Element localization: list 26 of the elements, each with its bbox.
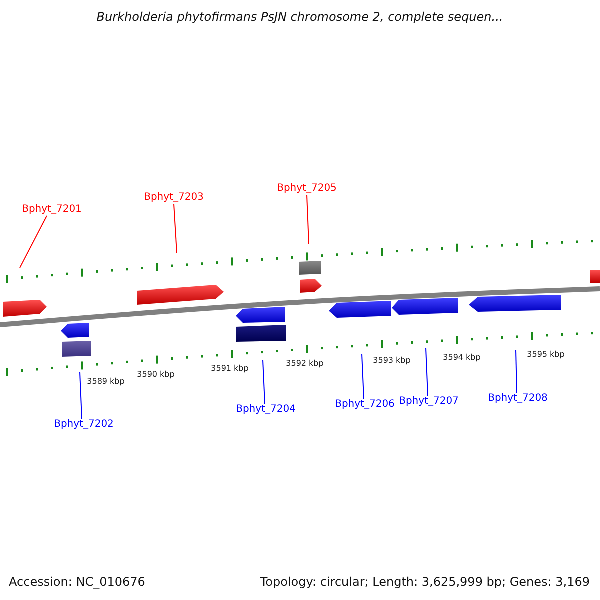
leader-line <box>262 360 266 404</box>
footer-text: Accession: NC_010676 <box>9 575 146 589</box>
leader-line <box>362 354 364 400</box>
position-label: 3595 kbp <box>527 350 565 358</box>
leader-line <box>426 348 428 396</box>
title: Burkholderia phytofirmans PsJN chromosome 2, complete sequen... <box>96 10 504 24</box>
gene-label: Bphyt_7201 <box>22 204 82 216</box>
position-label: 3592 kbp <box>286 358 324 368</box>
gene-label: Bphyt_7206 <box>335 399 395 411</box>
gene-label: Bphyt_7203 <box>144 192 204 204</box>
leader-line <box>174 204 178 254</box>
position-label: 3590 kbp <box>137 370 175 378</box>
position-label: 3594 kbp <box>443 352 481 362</box>
gene-label: Bphyt_7205 <box>277 183 337 195</box>
position-label: 3593 kbp <box>373 356 411 364</box>
leader-line <box>516 350 518 394</box>
leader-line <box>306 194 310 244</box>
leader-line <box>80 372 82 420</box>
position-label: 3591 kbp <box>211 364 249 372</box>
gene-label: Bphyt_7204 <box>236 404 296 416</box>
gene-label: Bphyt_7207 <box>399 396 459 408</box>
gene-label: Bphyt_7202 <box>54 419 114 431</box>
footer-text: Topology: circular; Length: 3,625,999 bp; Genes: 3,169 <box>260 575 590 589</box>
position-label: 3589 kbp <box>87 376 125 386</box>
gene-label: Bphyt_7208 <box>488 393 548 405</box>
leader-line <box>20 216 48 268</box>
